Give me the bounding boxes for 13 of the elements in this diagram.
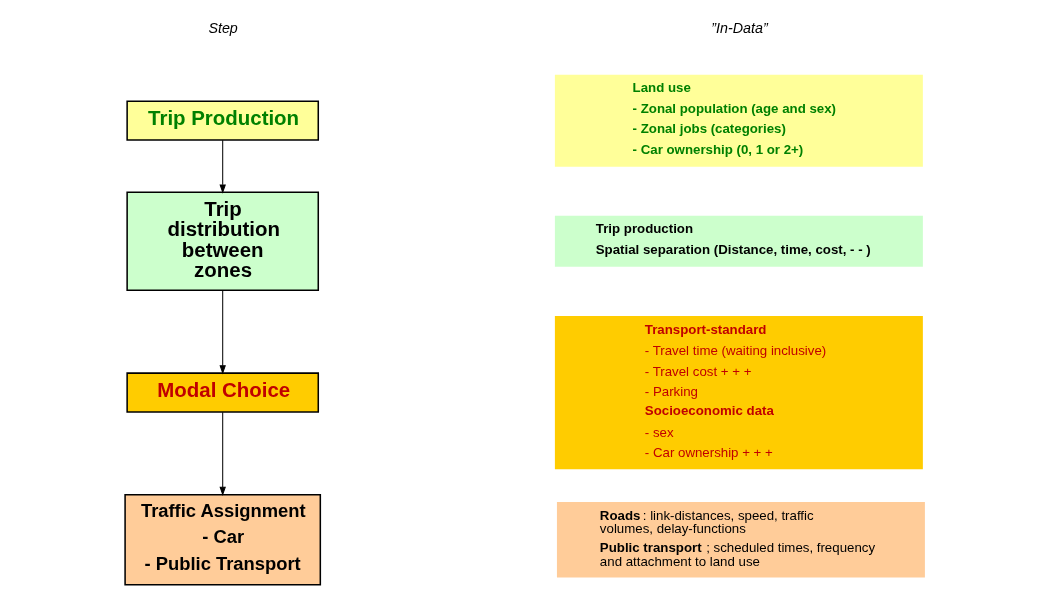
arrow xyxy=(219,290,226,375)
label: ”In-Data” xyxy=(710,20,768,37)
arrow xyxy=(219,411,226,497)
node-box: Traffic Assignment - Car - Public Transport xyxy=(123,494,321,586)
node-box: Trip Production xyxy=(125,100,319,141)
node-box: Transport-standard - Travel time (waiting inclusive) - Travel cost + + + - Parking Socioeconomic data - sex - Car ownership + + + xyxy=(554,315,923,470)
node-box: Roads: link-distances, speed, traffic volumes, delay-functions Public transport; scheduled times, frequency and attachment to land use xyxy=(556,501,925,578)
label: Step xyxy=(207,20,238,37)
node-box: Trip distribution between zones xyxy=(125,191,319,292)
node-box: Land use - Zonal population (age and sex) - Zonal jobs (categories) - Car ownership (0, 1 or 2+) xyxy=(554,74,923,167)
node-box: Trip production Spatial separation (Distance, time, cost, - - ) xyxy=(554,215,923,267)
arrow xyxy=(219,139,226,194)
node-box: Modal Choice xyxy=(125,372,319,413)
